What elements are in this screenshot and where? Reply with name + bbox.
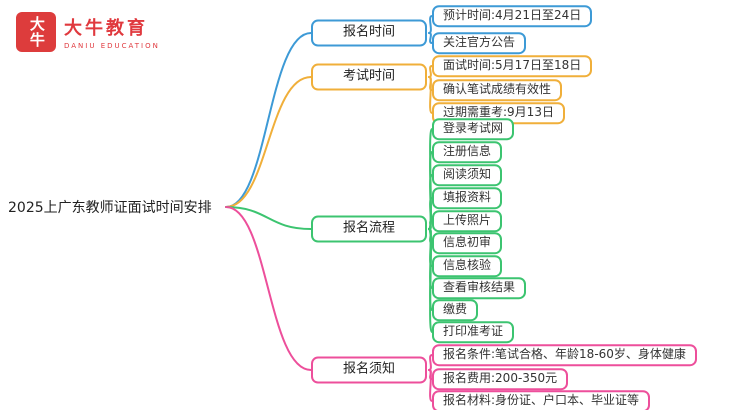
leaf-node: 填报资料 bbox=[432, 187, 503, 209]
brand-block: 大牛教育 DANIU EDUCATION bbox=[64, 14, 160, 50]
leaf-node: 报名材料:身份证、户口本、毕业证等 bbox=[432, 390, 651, 410]
logo-seal-icon: 大牛 bbox=[16, 12, 56, 52]
leaf-node: 缴费 bbox=[432, 299, 479, 321]
leaf-node: 阅读须知 bbox=[432, 164, 503, 186]
leaf-node: 预计时间:4月21日至24日 bbox=[432, 5, 593, 27]
leaf-node: 面试时间:5月17日至18日 bbox=[432, 55, 593, 77]
leaf-node: 关注官方公告 bbox=[432, 32, 527, 54]
leaf-node: 查看审核结果 bbox=[432, 277, 527, 299]
leaf-node: 报名费用:200-350元 bbox=[432, 368, 569, 390]
leaf-node: 信息核验 bbox=[432, 255, 503, 277]
branch-registration-process: 报名流程 bbox=[311, 215, 427, 243]
logo: 大牛 大牛教育 DANIU EDUCATION bbox=[16, 12, 160, 52]
logo-seal-text: 大牛 bbox=[27, 16, 46, 48]
leaf-node: 上传照片 bbox=[432, 210, 503, 232]
leaf-node: 报名条件:笔试合格、年龄18-60岁、身体健康 bbox=[432, 344, 697, 366]
branch-registration-time: 报名时间 bbox=[311, 19, 427, 47]
root-node: 2025上广东教师证面试时间安排 bbox=[8, 200, 212, 216]
brand-name: 大牛教育 bbox=[64, 18, 148, 39]
leaf-node: 确认笔试成绩有效性 bbox=[432, 79, 563, 101]
branch-exam-time: 考试时间 bbox=[311, 63, 427, 91]
leaf-node: 信息初审 bbox=[432, 232, 503, 254]
branch-registration-notes: 报名须知 bbox=[311, 356, 427, 384]
brand-subtitle: DANIU EDUCATION bbox=[64, 42, 160, 50]
leaf-node: 登录考试网 bbox=[432, 118, 515, 140]
leaf-node: 打印准考证 bbox=[432, 321, 515, 343]
leaf-node: 注册信息 bbox=[432, 141, 503, 163]
